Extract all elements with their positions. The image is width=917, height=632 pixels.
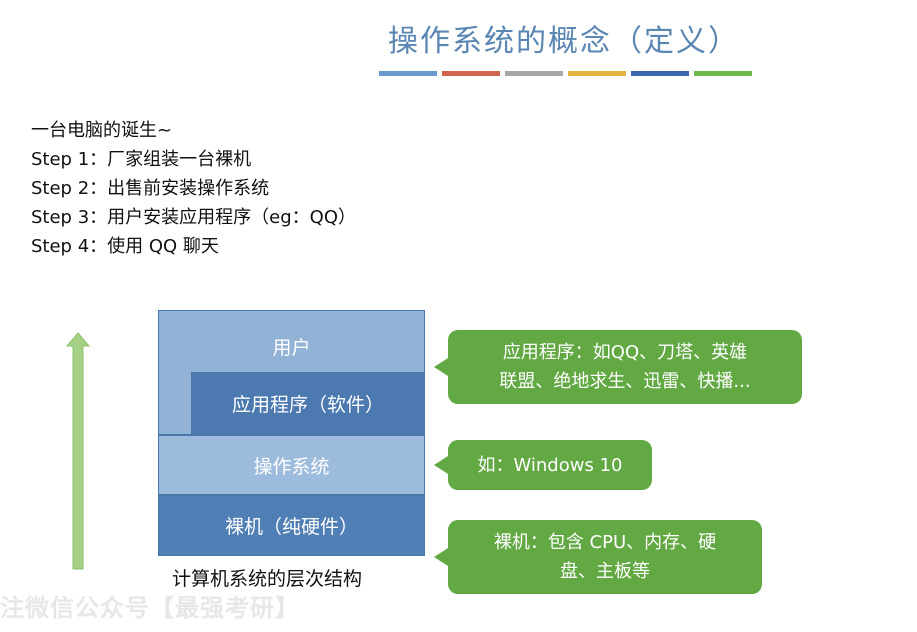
intro-text: 一台电脑的诞生~ Step 1：厂家组装一台裸机 Step 2：出售前安装操作系… [31, 116, 356, 261]
callout-line: 如：Windows 10 [477, 454, 623, 476]
layer-diagram: 用户 应用程序（软件） 操作系统 裸机（纯硬件） [158, 310, 425, 556]
accent-bar-2 [442, 71, 500, 76]
intro-line: Step 4：使用 QQ 聊天 [31, 236, 219, 257]
up-arrow-icon [66, 332, 90, 570]
callout-line: 联盟、绝地求生、迅雷、快播... [499, 371, 751, 392]
layer-application: 应用程序（软件） [191, 372, 425, 435]
slide-title: 操作系统的概念（定义） [388, 24, 740, 59]
layer-os: 操作系统 [158, 435, 425, 495]
callout-line: 裸机：包含 CPU、内存、硬 [493, 532, 717, 553]
intro-line: Step 1：厂家组装一台裸机 [31, 149, 252, 170]
diagram-caption: 计算机系统的层次结构 [172, 568, 363, 590]
callout-application: 应用程序：如QQ、刀塔、英雄 联盟、绝地求生、迅雷、快播... [448, 330, 802, 404]
intro-line: Step 2：出售前安装操作系统 [31, 178, 270, 199]
intro-line: Step 3：用户安装应用程序（eg：QQ） [31, 207, 356, 228]
callout-line: 应用程序：如QQ、刀塔、英雄 [502, 342, 748, 363]
callout-line: 盘、主板等 [559, 561, 650, 582]
layer-bare-machine: 裸机（纯硬件） [158, 495, 425, 556]
accent-bar-1 [379, 71, 437, 76]
accent-bar-4 [568, 71, 626, 76]
accent-bar-6 [694, 71, 752, 76]
title-accent-bars [379, 71, 752, 76]
accent-bar-5 [631, 71, 689, 76]
callout-hardware: 裸机：包含 CPU、内存、硬 盘、主板等 [448, 520, 762, 594]
intro-line: 一台电脑的诞生~ [31, 120, 173, 141]
accent-bar-3 [505, 71, 563, 76]
callout-os: 如：Windows 10 [448, 440, 652, 490]
watermark: 注微信公众号【最强考研】 [0, 594, 300, 622]
